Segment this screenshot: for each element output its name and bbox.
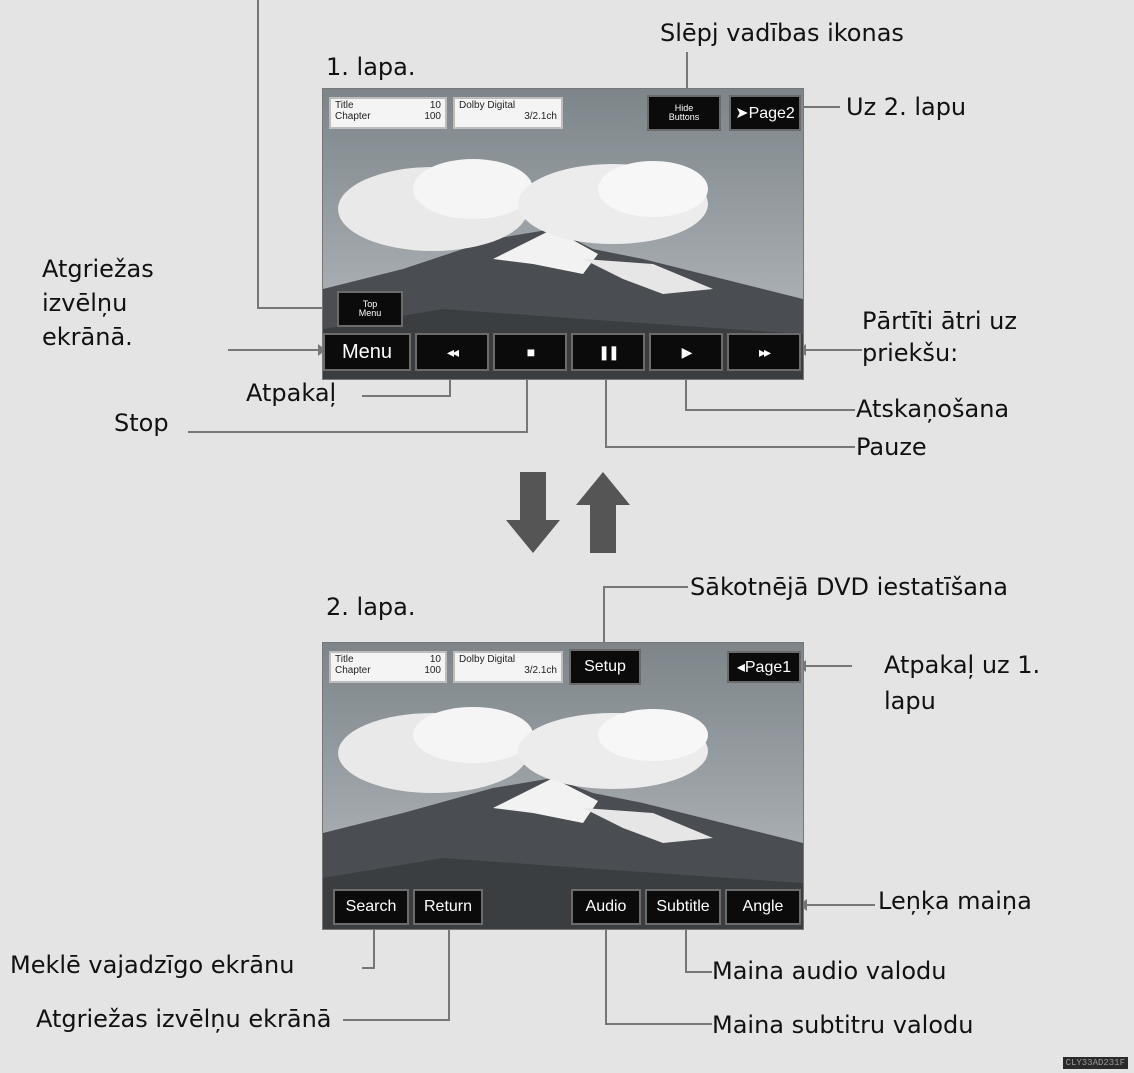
top-menu-line1: Top bbox=[362, 299, 378, 309]
title-chapter-info: Title 10 Chapter 100 bbox=[329, 651, 447, 683]
callout-playback: Atskaņošana bbox=[856, 395, 1010, 423]
callout-angle-change: Leņķa maiņa bbox=[878, 887, 1032, 915]
chapter-label: Chapter bbox=[335, 665, 371, 676]
audio-format-info: Dolby Digital 3/2.1ch bbox=[453, 97, 563, 129]
chapter-value: 100 bbox=[424, 665, 441, 676]
audio-format-line2: 3/2.1ch bbox=[524, 665, 557, 676]
callout-stop: Stop bbox=[114, 409, 169, 437]
audio-button[interactable]: Audio bbox=[571, 889, 641, 925]
callout-fast-forward-2: priekšu: bbox=[862, 339, 959, 367]
callout-initial-dvd-setup: Sākotnējā DVD iestatīšana bbox=[690, 573, 1008, 601]
callout-returns-menu-3: ekrānā. bbox=[42, 323, 133, 351]
callout-returns-menu-screen: Atgriežas izvēlņu ekrānā bbox=[36, 1005, 332, 1033]
audio-format-info: Dolby Digital 3/2.1ch bbox=[453, 651, 563, 683]
dvd-screen-page2: Title 10 Chapter 100 Dolby Digital 3/2.1ch… bbox=[322, 642, 804, 930]
top-menu-line2: Menu bbox=[358, 308, 382, 318]
callout-hide-controls: Slēpj vadības ikonas bbox=[660, 19, 904, 47]
angle-button[interactable]: Angle bbox=[725, 889, 801, 925]
audio-format-line1: Dolby Digital bbox=[459, 100, 516, 111]
pause-button[interactable]: ❚❚ bbox=[571, 333, 645, 371]
page1-caption: 1. lapa. bbox=[326, 53, 416, 81]
title-value: 10 bbox=[429, 654, 441, 665]
callout-back-to-page1-2: lapu bbox=[884, 687, 936, 715]
hide-buttons-line1: Hide bbox=[674, 103, 694, 113]
setup-button[interactable]: Setup bbox=[569, 649, 641, 685]
search-button[interactable]: Search bbox=[333, 889, 409, 925]
title-value: 10 bbox=[429, 100, 441, 111]
dvd-screen-page1: Title 10 Chapter 100 Dolby Digital 3/2.1ch… bbox=[322, 88, 804, 380]
hide-buttons-button[interactable]: Hide Buttons bbox=[647, 95, 721, 131]
mountain-scene-image bbox=[323, 643, 803, 929]
callout-back-to-page1-1: Atpakaļ uz 1. bbox=[884, 651, 1041, 679]
callout-search-screen: Meklē vajadzīgo ekrānu bbox=[10, 951, 295, 979]
page1-button[interactable]: ◂Page1 bbox=[727, 651, 801, 683]
rewind-button[interactable]: ◂◂ bbox=[415, 333, 489, 371]
audio-format-line1: Dolby Digital bbox=[459, 654, 516, 665]
callout-rewind: Atpakaļ bbox=[246, 379, 337, 407]
callout-pause: Pauze bbox=[856, 433, 927, 461]
title-chapter-info: Title 10 Chapter 100 bbox=[329, 97, 447, 129]
title-label: Title bbox=[335, 654, 354, 665]
callout-returns-menu-1: Atgriežas bbox=[42, 255, 154, 283]
return-button[interactable]: Return bbox=[413, 889, 483, 925]
callout-returns-menu-2: izvēlņu bbox=[42, 289, 128, 317]
callout-change-subtitle-language: Maina subtitru valodu bbox=[712, 1011, 974, 1039]
page-switch-arrows bbox=[506, 472, 630, 553]
callout-to-page2: Uz 2. lapu bbox=[846, 93, 967, 121]
chapter-label: Chapter bbox=[335, 111, 371, 122]
page2-caption: 2. lapa. bbox=[326, 593, 416, 621]
page2-button[interactable]: ➤Page2 bbox=[729, 95, 801, 131]
play-button[interactable]: ▶ bbox=[649, 333, 723, 371]
hide-buttons-line2: Buttons bbox=[668, 112, 700, 122]
image-code: CLY33AD231F bbox=[1062, 1057, 1128, 1069]
callout-fast-forward-1: Pārtīti ātri uz bbox=[862, 307, 1017, 335]
top-menu-button[interactable]: Top Menu bbox=[337, 291, 403, 327]
stop-button[interactable]: ■ bbox=[493, 333, 567, 371]
fast-forward-button[interactable]: ▸▸ bbox=[727, 333, 801, 371]
title-label: Title bbox=[335, 100, 354, 111]
menu-button[interactable]: Menu bbox=[323, 333, 411, 371]
chapter-value: 100 bbox=[424, 111, 441, 122]
callout-change-audio-language: Maina audio valodu bbox=[712, 957, 947, 985]
subtitle-button[interactable]: Subtitle bbox=[645, 889, 721, 925]
audio-format-line2: 3/2.1ch bbox=[524, 111, 557, 122]
